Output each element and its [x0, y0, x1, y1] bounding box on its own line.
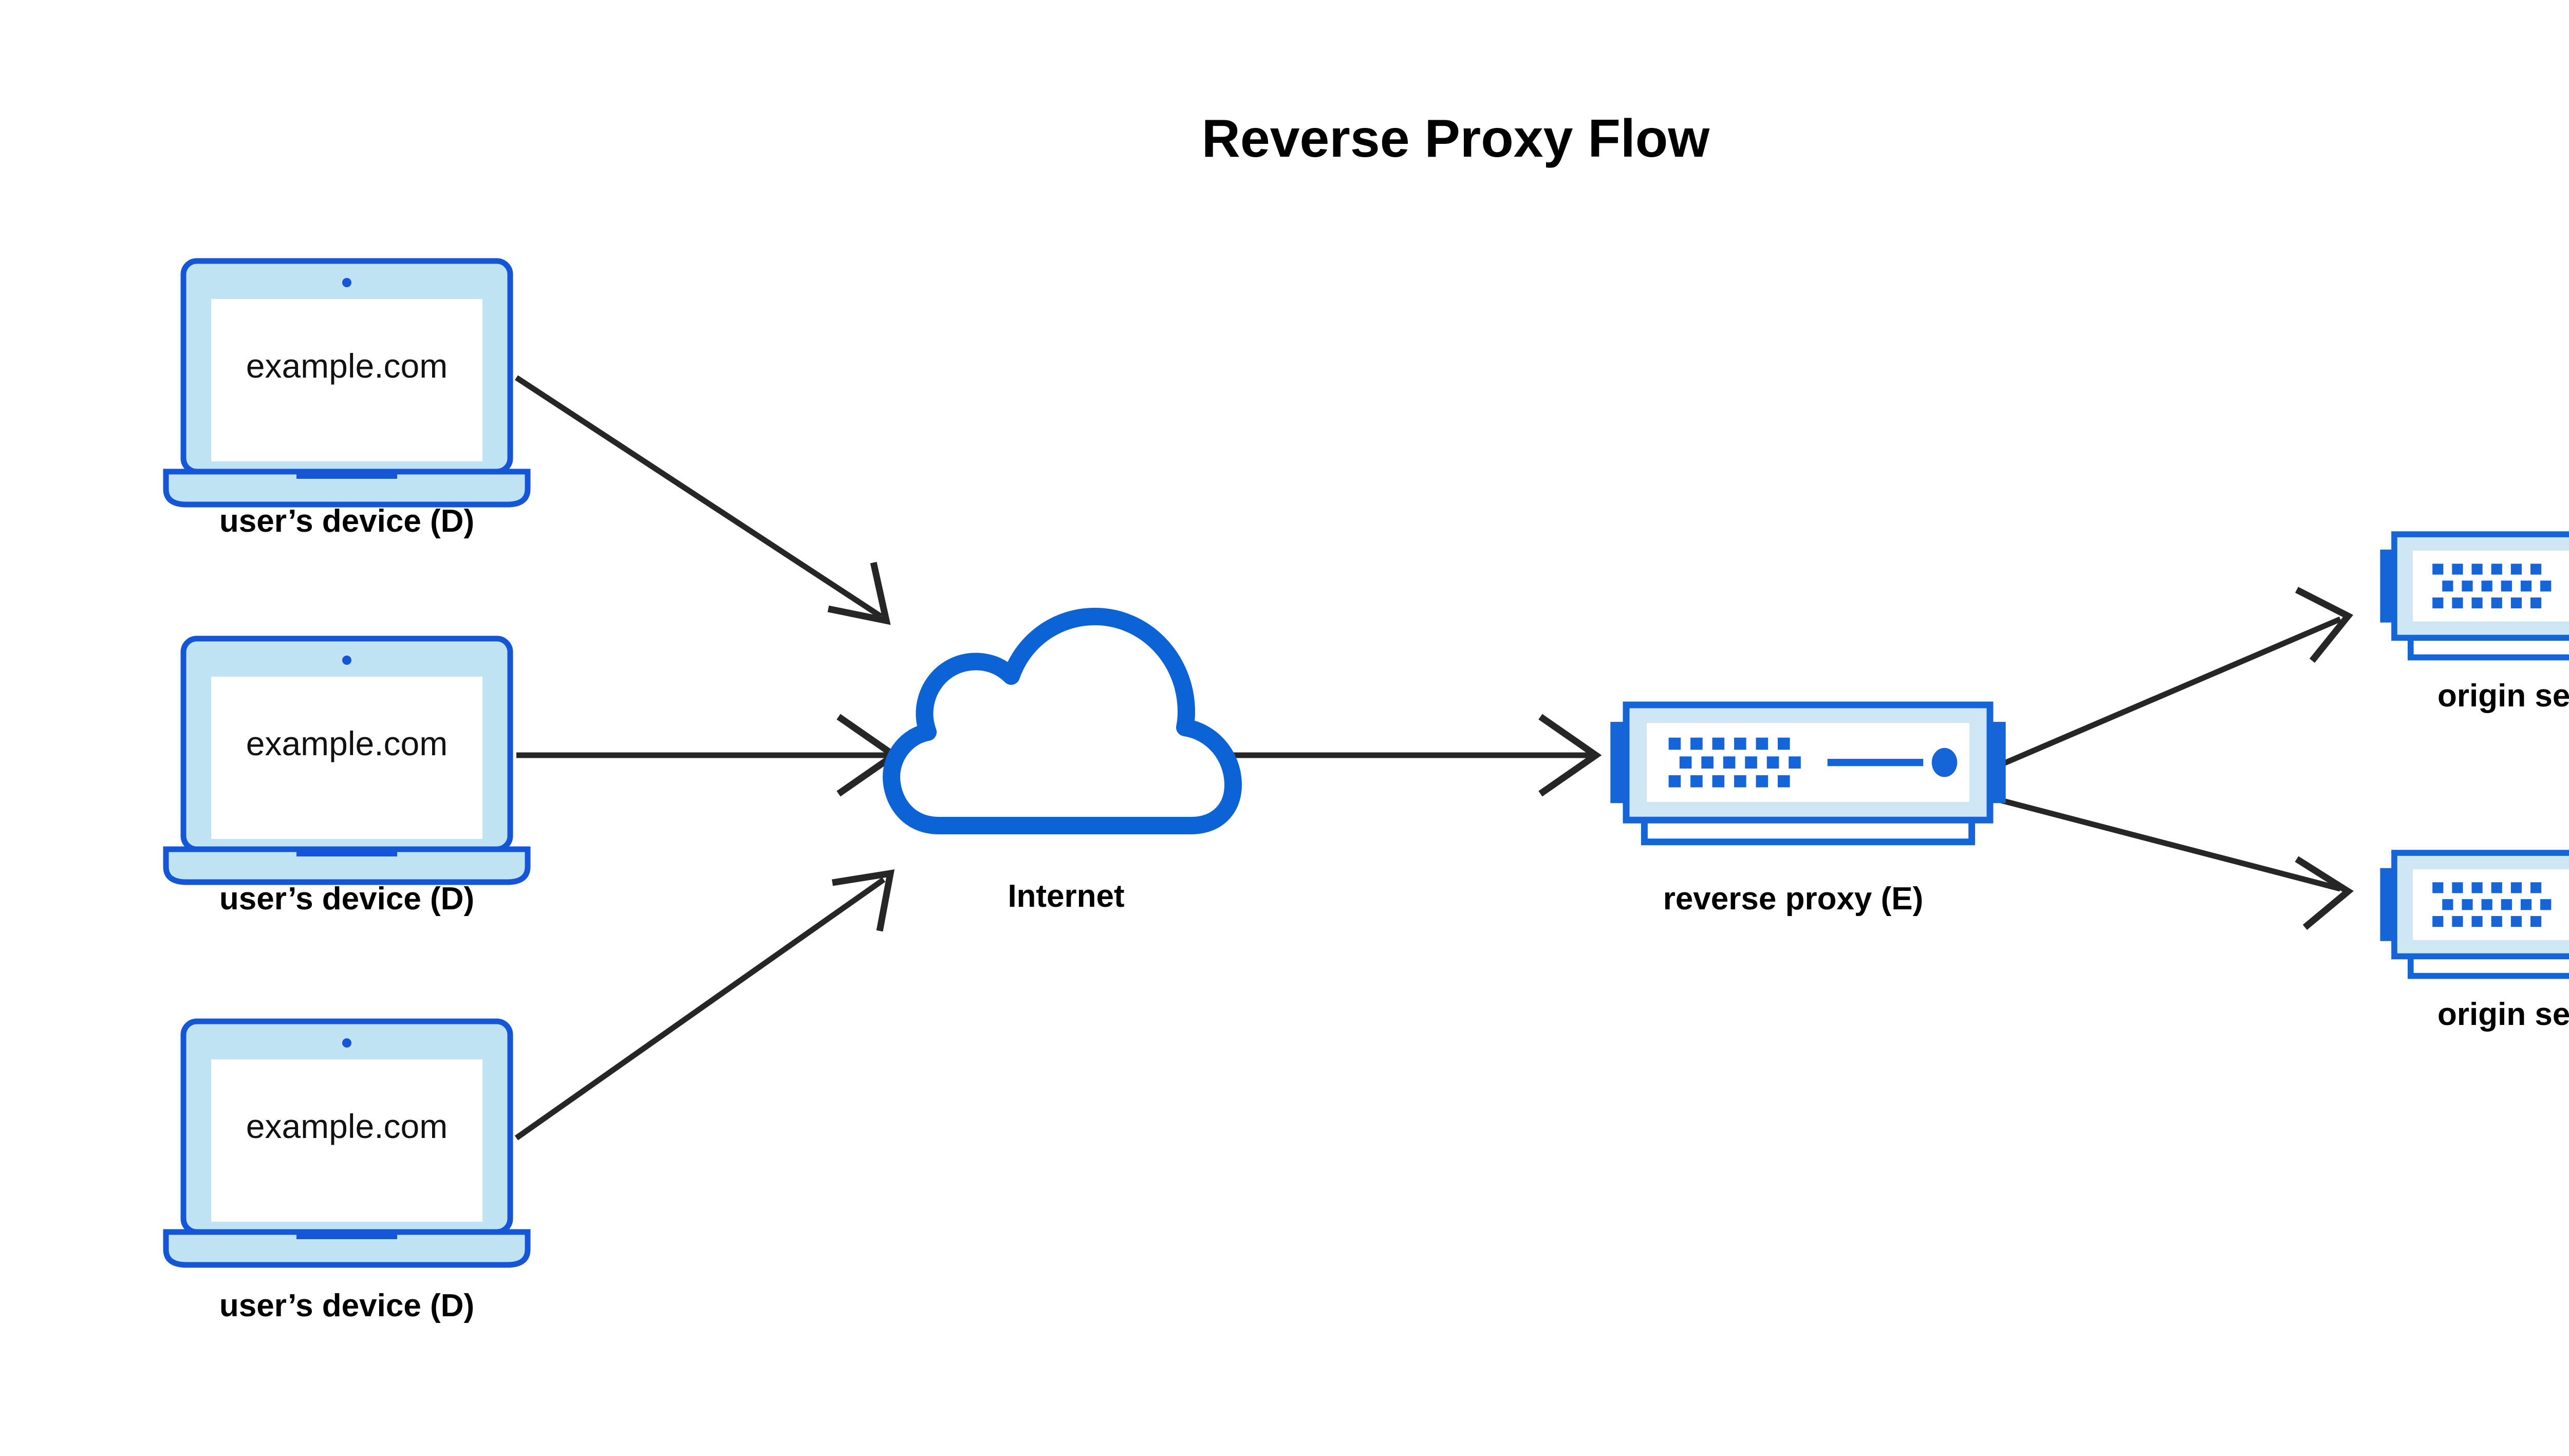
node-user-device-top[interactable]: example.com user’s device (D) — [166, 261, 528, 539]
node-origin-server-top[interactable]: origin server (F) — [2380, 534, 2569, 714]
connection-internet-to-proxy — [1233, 714, 1602, 797]
page-title: Reverse Proxy Flow — [1202, 109, 1710, 169]
node-user-device-middle[interactable]: example.com user’s device (D) — [166, 639, 528, 917]
connection-proxy-to-origin-top — [2000, 587, 2354, 768]
device-label: user’s device (D) — [219, 881, 474, 917]
node-reverse-proxy[interactable]: reverse proxy (E) — [1610, 705, 2005, 917]
device-screen-text: example.com — [246, 724, 448, 762]
device-screen-text: example.com — [246, 1107, 448, 1145]
device-label: user’s device (D) — [219, 1288, 474, 1323]
node-origin-server-bottom[interactable]: origin server (F) — [2380, 853, 2569, 1032]
device-screen-text: example.com — [246, 347, 448, 385]
node-internet[interactable]: Internet — [883, 608, 1242, 914]
connection-proxy-to-origin-bottom — [2000, 797, 2354, 930]
server-icon — [2380, 853, 2569, 976]
connection-device-top-to-internet — [514, 375, 891, 625]
reverse-proxy-label: reverse proxy (E) — [1663, 881, 1924, 917]
connection-device-bottom-to-internet — [514, 869, 895, 1141]
node-user-device-bottom[interactable]: example.com user’s device (D) — [166, 1021, 528, 1323]
origin-server-label: origin server (F) — [2437, 678, 2569, 714]
device-label: user’s device (D) — [219, 503, 474, 539]
internet-label: Internet — [1008, 879, 1124, 914]
cloud-icon — [883, 608, 1242, 834]
server-icon — [2380, 534, 2569, 658]
server-icon — [1610, 705, 2005, 842]
origin-server-label: origin server (F) — [2437, 997, 2569, 1032]
